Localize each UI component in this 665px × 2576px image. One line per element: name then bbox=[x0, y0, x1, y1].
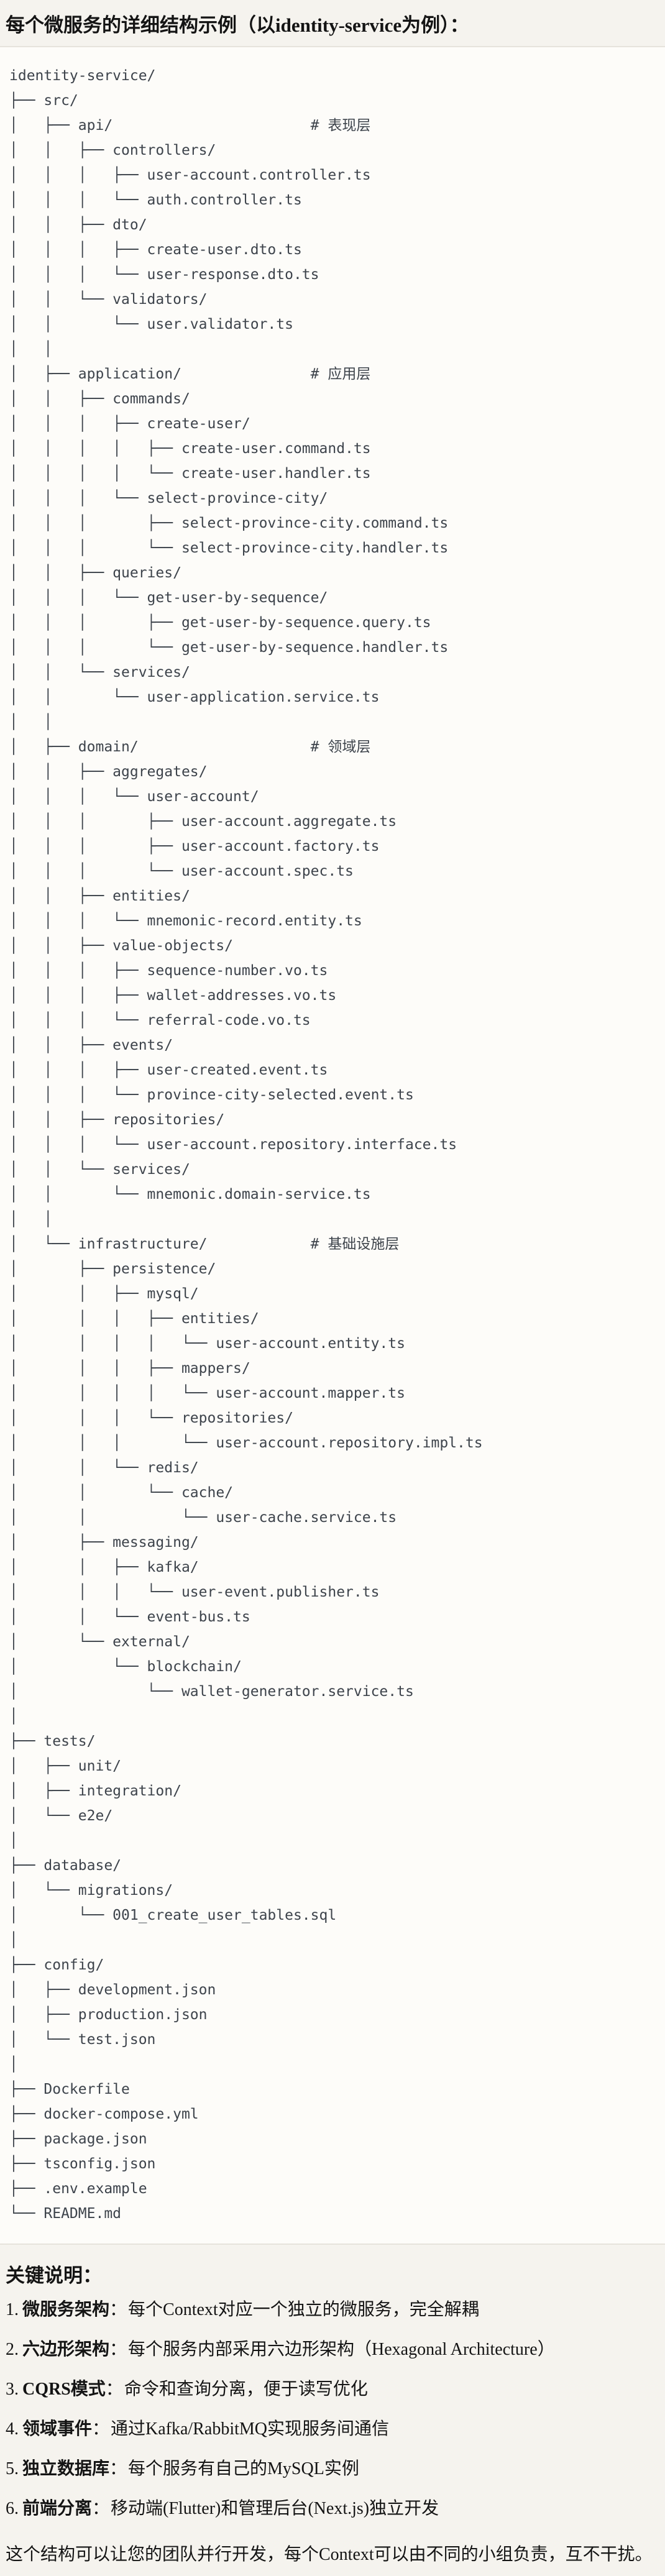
note-colon: ： bbox=[109, 2459, 127, 2479]
note-item: 6.前端分离：移动端(Flutter)和管理后台(Next.js)独立开发 bbox=[6, 2496, 659, 2521]
note-term: 独立数据库 bbox=[22, 2459, 110, 2479]
note-colon: ： bbox=[109, 2300, 127, 2320]
note-number: 6. bbox=[6, 2499, 19, 2519]
note-number: 2. bbox=[6, 2340, 19, 2360]
note-term: CQRS模式 bbox=[22, 2380, 106, 2400]
note-description: 移动端(Flutter)和管理后台(Next.js)独立开发 bbox=[111, 2499, 439, 2519]
note-number: 1. bbox=[6, 2300, 19, 2320]
note-item: 1.微服务架构：每个Context对应一个独立的微服务，完全解耦 bbox=[6, 2298, 659, 2322]
note-colon: ： bbox=[92, 2419, 110, 2439]
code-block: identity-service/ ├── src/ │ ├── api/ # … bbox=[0, 46, 665, 2245]
note-description: 每个Context对应一个独立的微服务，完全解耦 bbox=[128, 2300, 479, 2320]
note-description: 通过Kafka/RabbitMQ实现服务间通信 bbox=[111, 2419, 389, 2439]
note-item: 5.独立数据库：每个服务有自己的MySQL实例 bbox=[6, 2457, 659, 2482]
note-item: 4.领域事件：通过Kafka/RabbitMQ实现服务间通信 bbox=[6, 2417, 659, 2442]
notes-list: 1.微服务架构：每个Context对应一个独立的微服务，完全解耦 2.六边形架构… bbox=[6, 2298, 659, 2521]
note-description: 每个服务有自己的MySQL实例 bbox=[128, 2459, 359, 2479]
note-colon: ： bbox=[105, 2380, 123, 2400]
notes-section: 关键说明： 1.微服务架构：每个Context对应一个独立的微服务，完全解耦 2… bbox=[0, 2245, 665, 2576]
note-item: 2.六边形架构：每个服务内部采用六边形架构（Hexagonal Architec… bbox=[6, 2337, 659, 2362]
note-description: 命令和查询分离，便于读写优化 bbox=[124, 2380, 368, 2400]
note-item: 3.CQRS模式：命令和查询分离，便于读写优化 bbox=[6, 2377, 659, 2402]
note-colon: ： bbox=[109, 2340, 127, 2360]
note-term: 六边形架构 bbox=[22, 2340, 110, 2360]
closing-paragraph: 这个结构可以让您的团队并行开发，每个Context可以由不同的小组负责，互不干扰… bbox=[6, 2545, 653, 2565]
note-term: 微服务架构 bbox=[22, 2300, 110, 2320]
note-term: 领域事件 bbox=[22, 2419, 93, 2439]
page-title: 每个微服务的详细结构示例（以identity-service为例）： bbox=[6, 14, 469, 36]
note-number: 5. bbox=[6, 2459, 19, 2479]
note-colon: ： bbox=[92, 2499, 110, 2519]
note-term: 前端分离 bbox=[22, 2499, 93, 2519]
note-number: 4. bbox=[6, 2419, 19, 2439]
notes-heading: 关键说明： bbox=[6, 2265, 102, 2287]
note-number: 3. bbox=[6, 2380, 19, 2400]
directory-tree: identity-service/ ├── src/ │ ├── api/ # … bbox=[9, 68, 483, 2222]
note-description: 每个服务内部采用六边形架构（Hexagonal Architecture） bbox=[128, 2340, 555, 2360]
